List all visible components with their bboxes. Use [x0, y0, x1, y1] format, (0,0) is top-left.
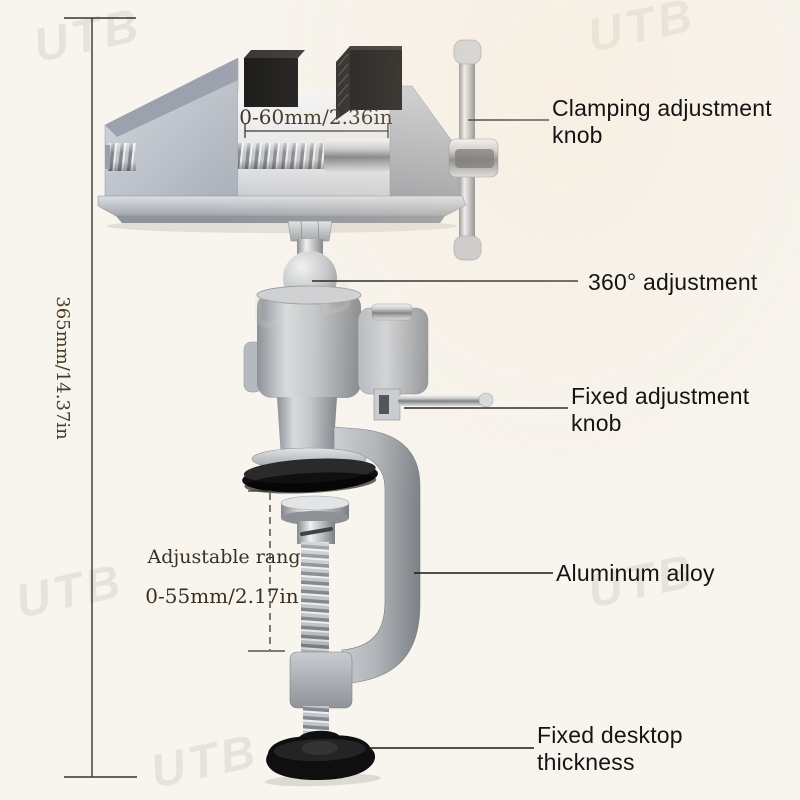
leader-lines [312, 119, 578, 749]
callout-material: Aluminum alloy [556, 560, 715, 587]
fixed-knob-housing [357, 307, 429, 395]
clamping-adjustment-knob [448, 39, 499, 261]
right-jaw [336, 46, 402, 120]
head-base-plate-edge [116, 216, 445, 223]
watermark-text: UTB [11, 553, 128, 627]
overall-height-dimension [64, 17, 137, 778]
vise-head: 0-60mm/2.36in [97, 39, 499, 261]
callout-desktop-line2: thickness [537, 749, 635, 775]
overall-height-value: 365mm/14.37in [52, 296, 73, 440]
watermark-text: UTB [146, 723, 263, 797]
clamp-star-knob [264, 730, 381, 787]
clamp-screw [280, 495, 350, 662]
head-base-plate [97, 195, 467, 217]
callout-fixed-knob: Fixed adjustment knob [571, 383, 749, 437]
clamp-top-pad [242, 458, 378, 494]
adjustable-range-label: Adjustable rang [146, 546, 300, 568]
callout-desktop: Fixed desktop thickness [537, 722, 683, 776]
housing-rim [256, 285, 362, 305]
watermark-text: UTB [29, 0, 146, 72]
left-jaw [244, 50, 305, 107]
callout-material-line1: Aluminum alloy [556, 560, 715, 586]
callout-desktop-line1: Fixed desktop [537, 722, 683, 748]
callout-swivel: 360° adjustment [588, 269, 757, 296]
housing-cup [257, 292, 361, 398]
fixed-knob-insert [371, 303, 413, 321]
callout-clamping-knob-line2: knob [552, 122, 603, 148]
c-clamp-bottom-block [289, 651, 353, 709]
adjustable-range-value: 0-55mm/2.17in [145, 584, 299, 608]
callout-clamping-knob: Clamping adjustment knob [552, 95, 772, 149]
callout-clamping-knob-line1: Clamping adjustment [552, 95, 772, 121]
housing-column [277, 397, 337, 458]
watermark-group: UTB UTB UTB UTB UTB [11, 0, 700, 798]
fixed-adjustment-knob [373, 388, 494, 421]
swivel-nut [287, 220, 333, 242]
screw-left-stub [105, 143, 136, 171]
callout-fixed-knob-line2: knob [571, 410, 622, 436]
callout-swivel-line1: 360° adjustment [588, 269, 758, 295]
callout-fixed-knob-line1: Fixed adjustment [571, 383, 750, 409]
watermark-text: UTB [583, 0, 700, 62]
adjustable-range-dimension [248, 490, 285, 652]
clamping-screw [238, 139, 390, 172]
head-body-ridge [105, 58, 238, 137]
swivel-housing [243, 285, 429, 458]
jaw-opening-value: 0-60mm/2.36in [239, 105, 393, 129]
jaw-opening-dim-line [244, 124, 389, 138]
